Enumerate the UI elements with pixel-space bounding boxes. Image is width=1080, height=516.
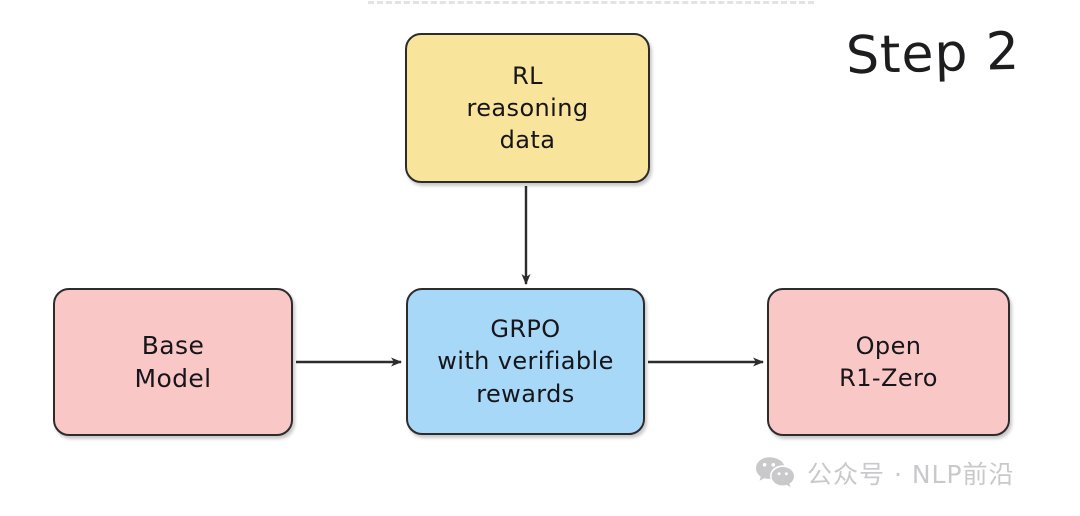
wechat-icon [755,456,795,490]
node-base-model[interactable]: Base Model [53,288,293,436]
node-rl-reasoning-data-label: RL reasoning data [466,61,589,155]
watermark-text: 公众号 · NLP前沿 [807,460,1015,489]
node-base-model-label: Base Model [134,330,212,394]
node-open-r1-zero-label: Open R1-Zero [839,331,938,392]
node-grpo-label: GRPO with verifiable rewards [437,315,614,408]
watermark: 公众号 · NLP前沿 [755,455,1015,491]
top-dashed-divider [368,1,814,4]
node-rl-reasoning-data[interactable]: RL reasoning data [405,33,650,183]
step-title: Step 2 [845,21,1021,87]
node-grpo[interactable]: GRPO with verifiable rewards [406,288,645,435]
node-open-r1-zero[interactable]: Open R1-Zero [767,288,1010,436]
